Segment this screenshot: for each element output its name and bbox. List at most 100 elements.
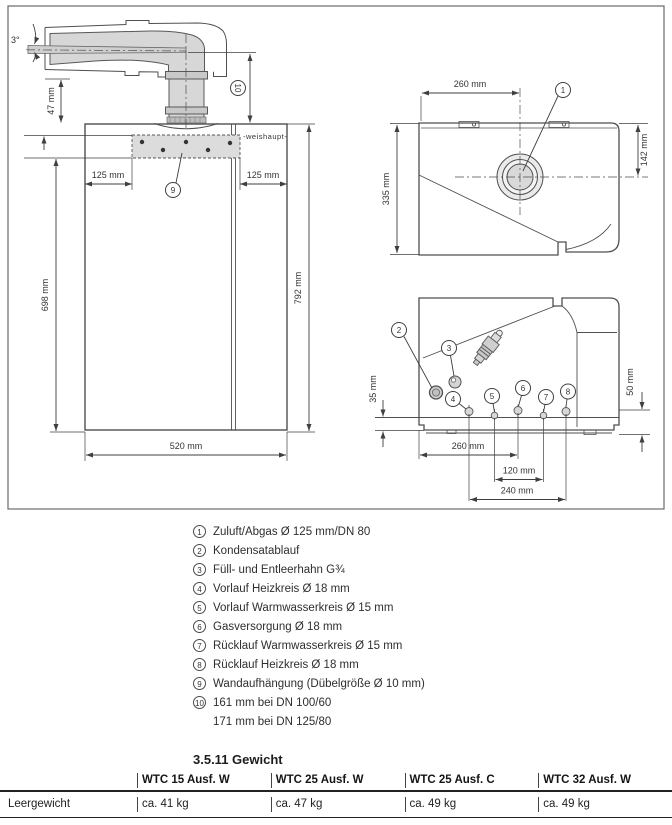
boiler-front-outline	[84, 123, 288, 431]
callout-2: 2	[391, 322, 433, 389]
legend-item-7: 7 Rücklauf Warmwasserkreis Ø 15 mm	[193, 638, 425, 657]
legend-list: 1 Zuluft/Abgas Ø 125 mm/DN 80 2 Kondensa…	[193, 524, 425, 730]
condensate-drain	[428, 385, 444, 400]
flue-opening	[496, 153, 544, 201]
callout-9: 9	[165, 152, 183, 198]
svg-text:5: 5	[490, 392, 495, 401]
callout-6: 6	[515, 380, 531, 407]
dim-260mm-bottom: 260 mm	[452, 441, 485, 451]
figure-border	[7, 5, 665, 510]
boiler-bottom-outline	[418, 297, 620, 431]
header-wtc25c: WTC 25 Ausf. C	[404, 773, 539, 788]
legend-text-7: Rücklauf Warmwasserkreis Ø 15 mm	[213, 640, 403, 652]
legend-text-2: Kondensatablauf	[213, 545, 300, 557]
bottom-view	[375, 297, 620, 435]
svg-text:1: 1	[561, 86, 566, 95]
callout-3: 3	[441, 340, 457, 377]
gas-valve-fitting	[472, 329, 503, 367]
header-wtc15: WTC 15 Ausf. W	[137, 773, 271, 788]
legend-text-4: Vorlauf Heizkreis Ø 18 mm	[213, 583, 350, 595]
angle-label: 3°	[11, 35, 20, 45]
legend-item-4: 4 Vorlauf Heizkreis Ø 18 mm	[193, 581, 425, 600]
pipe-connections	[464, 404, 571, 420]
weishaupt-watermark: -weishaupt-	[243, 132, 287, 141]
header-wtc25w: WTC 25 Ausf. W	[270, 773, 405, 788]
legend-text-8: Rücklauf Heizkreis Ø 18 mm	[213, 659, 359, 671]
callout-5: 5	[484, 388, 500, 413]
flue-seal-band	[166, 116, 207, 124]
dim-120mm: 120 mm	[503, 466, 536, 476]
legend-text-10: 161 mm bei DN 100/60	[213, 697, 332, 709]
value-wtc32: ca. 49 kg	[538, 797, 672, 812]
dim-35mm: 35 mm	[368, 375, 378, 403]
weight-table: WTC 15 Ausf. W WTC 25 Ausf. W WTC 25 Aus…	[0, 771, 672, 818]
legend-item-2: 2 Kondensatablauf	[193, 543, 425, 562]
svg-text:10: 10	[233, 84, 242, 93]
svg-text:7: 7	[544, 393, 549, 402]
legend-text-1: Zuluft/Abgas Ø 125 mm/DN 80	[213, 526, 371, 538]
callout-8: 8	[560, 383, 576, 408]
legend-circle-1: 1	[193, 525, 206, 538]
callout-10: 10	[230, 80, 246, 96]
fill-drain-cock	[448, 375, 462, 389]
legend-circle-9: 9	[193, 677, 206, 690]
dim-50mm: 50 mm	[625, 368, 635, 396]
svg-text:9: 9	[171, 186, 176, 195]
callout-4: 4	[445, 391, 467, 410]
top-view-dimensions: 260 mm 1 335 mm 142 mm	[381, 79, 649, 255]
table-row: Leergewicht ca. 41 kg ca. 47 kg ca. 49 k…	[0, 792, 672, 818]
legend-text-3: Füll- und Entleerhahn G¾	[213, 564, 345, 576]
legend-circle-7: 7	[193, 639, 206, 652]
dim-125mm-right: 125 mm	[247, 170, 280, 180]
legend-item-10: 10 161 mm bei DN 100/60	[193, 695, 425, 714]
svg-text:2: 2	[397, 326, 402, 335]
value-wtc25w: ca. 47 kg	[270, 797, 405, 812]
legend-item-3: 3 Füll- und Entleerhahn G¾	[193, 562, 425, 581]
row-label: Leergewicht	[8, 798, 71, 810]
section-heading: 3.5.11 Gewicht	[193, 752, 283, 767]
legend-circle-2: 2	[193, 544, 206, 557]
dim-335mm: 335 mm	[381, 173, 391, 206]
dimension-drawing-figure: -weishaupt- 3° 47 mm 10	[7, 5, 665, 510]
header-empty-cell	[0, 773, 137, 788]
legend-item-9: 9 Wandaufhängung (Dübelgröße Ø 10 mm)	[193, 676, 425, 695]
dim-47mm: 47 mm	[46, 87, 56, 115]
legend-text-10b: 171 mm bei DN 125/80	[213, 716, 332, 728]
wall-bracket	[131, 134, 241, 159]
legend-text-9: Wandaufhängung (Dübelgröße Ø 10 mm)	[213, 678, 425, 690]
top-view	[418, 88, 648, 256]
dimension-drawing-svg: -weishaupt- 3° 47 mm 10	[7, 5, 665, 510]
value-wtc25c: ca. 49 kg	[404, 797, 539, 812]
callout-1: 1	[522, 82, 571, 172]
legend-circle-6: 6	[193, 620, 206, 633]
svg-text:8: 8	[566, 388, 571, 397]
dim-125mm-left: 125 mm	[92, 170, 125, 180]
dim-142mm: 142 mm	[639, 134, 649, 167]
callout-7: 7	[538, 389, 554, 413]
front-view-dimensions: 3° 47 mm 10 125 mm 125 mm	[11, 23, 315, 461]
bottom-view-dimensions: 2 3 4 5 6	[368, 322, 650, 502]
weight-table-header: WTC 15 Ausf. W WTC 25 Ausf. W WTC 25 Aus…	[0, 771, 672, 792]
value-wtc15: ca. 41 kg	[137, 797, 271, 812]
legend-item-1: 1 Zuluft/Abgas Ø 125 mm/DN 80	[193, 524, 425, 543]
dim-240mm: 240 mm	[501, 486, 534, 496]
svg-text:6: 6	[521, 384, 526, 393]
legend-item-6: 6 Gasversorgung Ø 18 mm	[193, 619, 425, 638]
svg-text:3: 3	[447, 344, 452, 353]
legend-circle-4: 4	[193, 582, 206, 595]
legend-text-6: Gasversorgung Ø 18 mm	[213, 621, 343, 633]
legend-item-8: 8 Rücklauf Heizkreis Ø 18 mm	[193, 657, 425, 676]
dim-698mm: 698 mm	[40, 279, 50, 312]
legend-text-5: Vorlauf Warmwasserkreis Ø 15 mm	[213, 602, 394, 614]
legend-circle-10: 10	[193, 696, 206, 709]
front-view: -weishaupt-	[25, 20, 288, 431]
dim-260mm-top: 260 mm	[454, 79, 487, 89]
legend-circle-8: 8	[193, 658, 206, 671]
header-wtc32: WTC 32 Ausf. W	[538, 773, 672, 788]
legend-item-5: 5 Vorlauf Warmwasserkreis Ø 15 mm	[193, 600, 425, 619]
dim-792mm: 792 mm	[293, 272, 303, 305]
svg-text:4: 4	[451, 395, 456, 404]
dim-520mm: 520 mm	[170, 441, 203, 451]
legend-circle-5: 5	[193, 601, 206, 614]
